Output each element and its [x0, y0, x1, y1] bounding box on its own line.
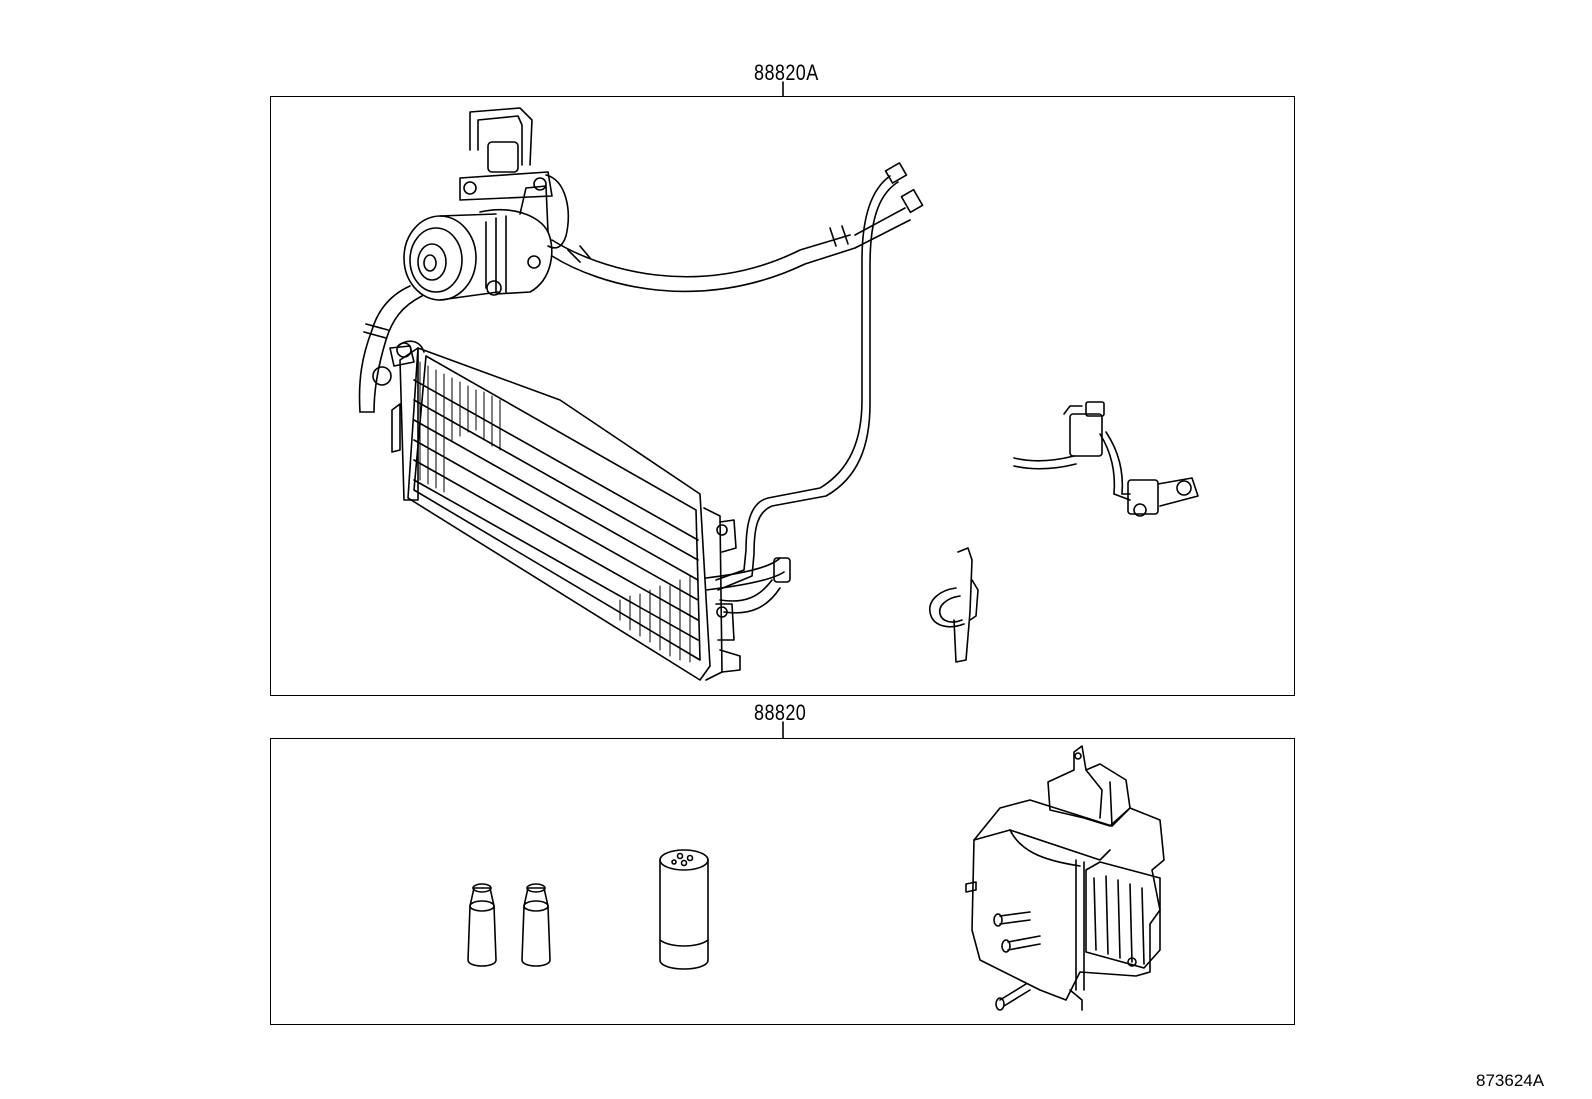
condenser-icon [391, 340, 741, 681]
cap-icon [467, 883, 551, 967]
group-label-88820: 88820 [754, 700, 807, 725]
discharge-hose [358, 285, 423, 413]
suction-hose [551, 188, 924, 293]
evaporator-unit-icon [965, 745, 1165, 1011]
pipe-clamp-icon [929, 547, 979, 663]
pressure-switch-icon [1013, 401, 1199, 517]
receiver-dryer-icon [659, 849, 709, 970]
ac-compressor-icon [403, 107, 569, 301]
refrigerant-pipe-icon [705, 162, 908, 614]
reference-code: 873624A [1476, 1071, 1545, 1090]
group-label-88820A: 88820A [754, 60, 819, 85]
